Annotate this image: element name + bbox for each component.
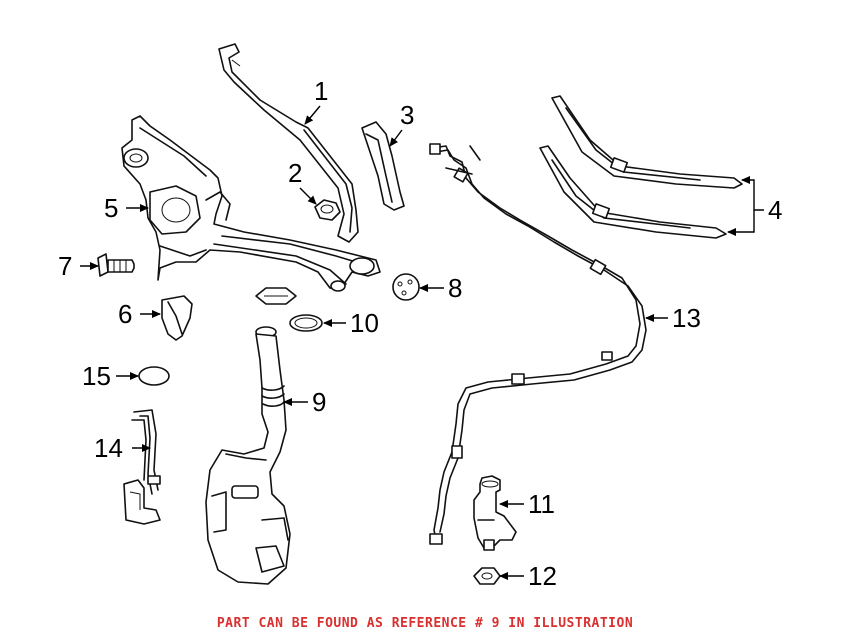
arm-cover-part[interactable] xyxy=(361,121,405,211)
callout-14: 14 xyxy=(94,433,123,463)
wiper-blade-upper-part[interactable] xyxy=(551,95,743,189)
pump-grommet-part[interactable] xyxy=(473,567,501,585)
callout-4: 4 xyxy=(768,195,782,225)
gasket-part[interactable] xyxy=(289,314,323,332)
reference-note: PART CAN BE FOUND AS REFERENCE # 9 IN IL… xyxy=(216,616,634,631)
callout-12: 12 xyxy=(528,561,557,591)
grommet-part[interactable] xyxy=(392,273,420,301)
callout-1: 1 xyxy=(314,76,328,106)
callout-3: 3 xyxy=(400,100,414,130)
callout-2: 2 xyxy=(288,158,302,188)
callout-11: 11 xyxy=(528,489,555,519)
wiper-arm-part[interactable] xyxy=(218,43,359,243)
bolt-part[interactable] xyxy=(97,253,135,277)
bracket-part[interactable] xyxy=(161,295,193,341)
washer-hose-part[interactable] xyxy=(429,143,647,545)
callout-15: 15 xyxy=(82,361,111,391)
wiper-motor-linkage-part[interactable] xyxy=(121,115,381,292)
washer-pump-part[interactable] xyxy=(473,475,517,551)
nut-part[interactable] xyxy=(314,199,341,221)
leader-lines xyxy=(80,105,764,580)
callout-10: 10 xyxy=(350,308,379,338)
hose-clip-part[interactable] xyxy=(123,409,161,525)
seal-part[interactable] xyxy=(138,366,170,386)
callout-labels: 1 2 3 4 5 6 7 8 9 10 11 12 13 14 15 xyxy=(58,76,782,591)
callout-5: 5 xyxy=(104,193,118,223)
callout-6: 6 xyxy=(118,299,132,329)
callout-7: 7 xyxy=(58,251,72,281)
callout-8: 8 xyxy=(448,273,462,303)
callout-13: 13 xyxy=(672,303,701,333)
washer-reservoir-part[interactable] xyxy=(205,326,291,585)
reservoir-cap-part[interactable] xyxy=(255,287,297,305)
callout-9: 9 xyxy=(312,387,326,417)
wiper-blade-lower-part[interactable] xyxy=(539,145,727,239)
